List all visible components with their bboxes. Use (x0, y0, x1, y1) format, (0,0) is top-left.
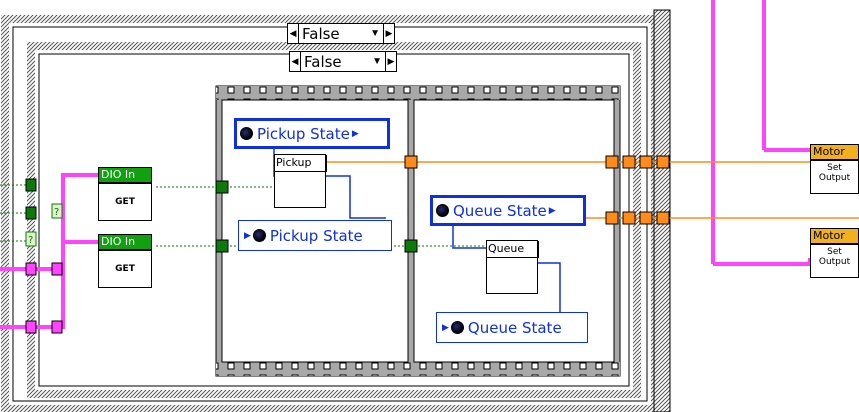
svg-text:?: ? (28, 235, 33, 246)
globe-icon (240, 127, 253, 140)
pickup-state-global-read[interactable]: ▶ Pickup State (238, 220, 392, 251)
pickup-state-write-label: Pickup State (257, 124, 350, 143)
motor-set-output[interactable]: Set Output (810, 160, 859, 194)
motor-line2: Output (818, 257, 851, 267)
inner-case-selector[interactable]: ◀ False ▼ ▶ (289, 51, 397, 72)
dio-in-get[interactable]: GET (98, 183, 152, 221)
motor-title[interactable]: Motor (810, 228, 859, 244)
dio-in-title[interactable]: DIO In (98, 234, 152, 250)
queue-subvi-label: Queue (487, 241, 539, 258)
decrement-arrow-icon[interactable]: ◀ (290, 52, 301, 71)
svg-text:?: ? (54, 207, 59, 218)
increment-arrow-icon[interactable]: ▶ (385, 52, 396, 71)
globe-icon (436, 204, 449, 217)
motor-line2: Output (818, 173, 851, 183)
tunnels (25, 155, 670, 334)
queue-state-global-write[interactable]: Queue State ▶ (430, 195, 586, 226)
motor-line1: Set (827, 163, 842, 173)
triangle-right-icon: ▶ (442, 322, 449, 333)
right-structure-strip (653, 9, 671, 412)
pickup-subvi-label: Pickup (275, 155, 327, 172)
pickup-state-global-write[interactable]: Pickup State ▶ (234, 118, 390, 149)
motor-line1: Set (827, 247, 842, 257)
queue-state-write-label: Queue State (453, 201, 547, 220)
queue-subvi[interactable]: Queue (486, 240, 539, 294)
globe-icon (252, 229, 266, 242)
triangle-right-icon: ▶ (244, 230, 251, 241)
globe-icon (450, 321, 464, 334)
outer-case-value: False (302, 24, 340, 43)
pickup-subvi[interactable]: Pickup (274, 154, 327, 208)
pickup-state-read-label: Pickup State (269, 226, 363, 245)
dropdown-arrow-icon[interactable]: ▼ (372, 56, 382, 67)
outer-case-selector[interactable]: ◀ False ▼ ▶ (287, 23, 395, 44)
inner-case-value: False (304, 52, 342, 71)
coercion-dots: ? ? (25, 203, 63, 247)
triangle-right-icon: ▶ (548, 205, 556, 216)
queue-state-global-read[interactable]: ▶ Queue State (436, 312, 588, 343)
dio-in-title[interactable]: DIO In (98, 167, 152, 183)
queue-state-read-label: Queue State (467, 318, 562, 337)
increment-arrow-icon[interactable]: ▶ (383, 24, 394, 43)
dropdown-arrow-icon[interactable]: ▼ (370, 28, 380, 39)
dio-in-get[interactable]: GET (98, 250, 152, 288)
decrement-arrow-icon[interactable]: ◀ (288, 24, 299, 43)
motor-set-output[interactable]: Set Output (810, 244, 859, 278)
triangle-right-icon: ▶ (351, 128, 359, 139)
motor-title[interactable]: Motor (810, 144, 859, 160)
